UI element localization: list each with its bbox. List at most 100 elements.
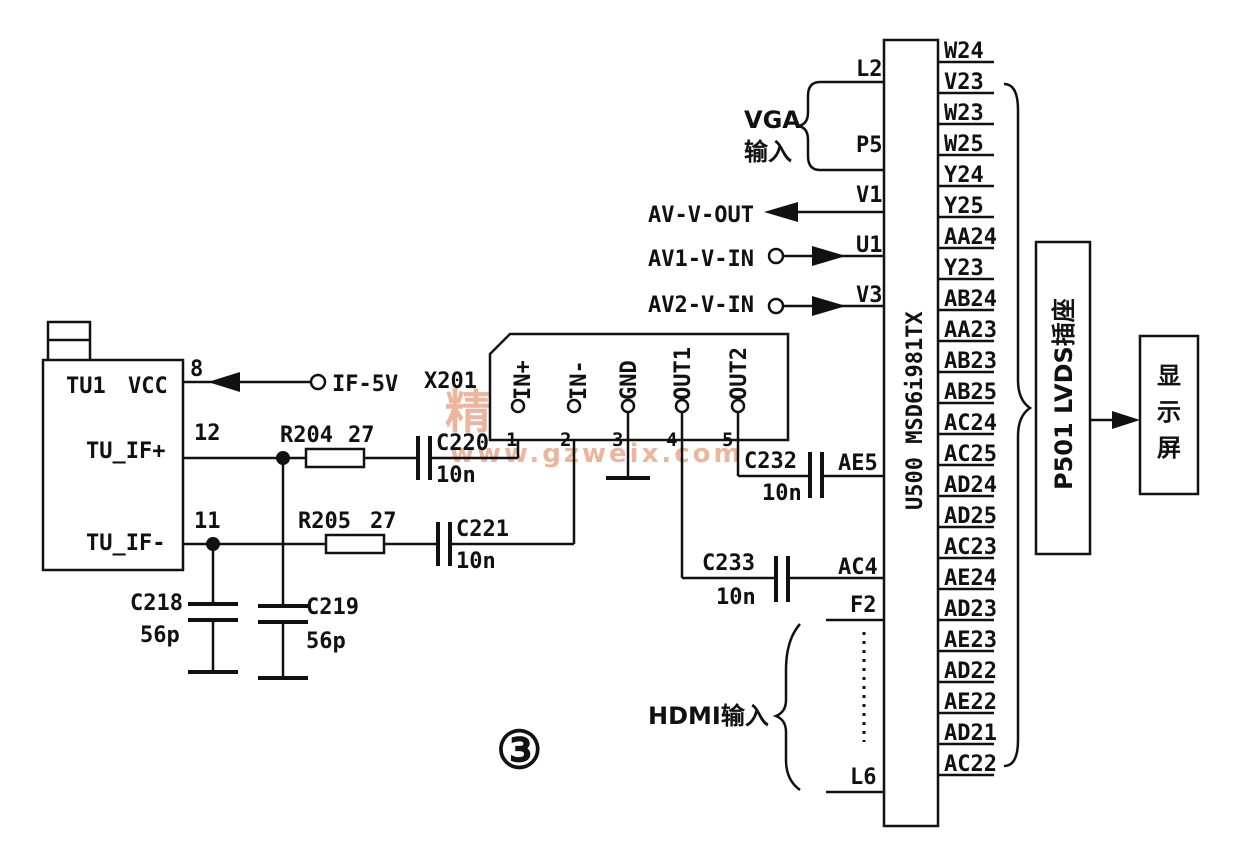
x201-pin-in-plus-name: IN+: [511, 360, 536, 400]
chip-pin-ad25: AD25: [944, 504, 997, 529]
c218-value: 56p: [140, 623, 180, 648]
c219-value: 56p: [306, 629, 346, 654]
figure-number: ③: [496, 721, 543, 781]
chip-pin-ae5: AE5: [838, 451, 878, 476]
display-char-3: 屏: [1157, 434, 1181, 462]
av1-terminal: [767, 247, 785, 265]
tuner-if-minus-label: TU_IF-: [86, 531, 165, 556]
tuner-ref: TU1: [66, 374, 106, 399]
chip-pin-ae24: AE24: [944, 566, 997, 591]
av1-v-in-arrow: [812, 246, 846, 266]
chip-pin-ad24: AD24: [944, 473, 997, 498]
tuner-vcc-label: VCC: [128, 374, 168, 399]
chip-pin-v1: V1: [856, 183, 883, 208]
chip-pin-w23: W23: [944, 101, 984, 126]
x201-pin-3-num: 3: [612, 429, 623, 451]
chip-pin-l6: L6: [850, 765, 877, 790]
chip-pin-v23: V23: [944, 70, 984, 95]
chip-pin-p5: P5: [856, 133, 883, 158]
resistor-r205: [324, 533, 386, 555]
c233-ref: C233: [702, 551, 755, 576]
x201-pin-gnd-name: GND: [617, 360, 642, 400]
chip-name: U500 MSD6i981TX: [903, 311, 928, 510]
x201-pin-5-num: 5: [722, 429, 733, 451]
resistor-r204: [304, 447, 366, 469]
c220-value: 10n: [436, 463, 476, 488]
chip-pin-ad22: AD22: [944, 659, 997, 684]
chip-pin-aa24: AA24: [944, 225, 997, 250]
chip-pin-f2: F2: [850, 593, 877, 618]
display-char-1: 显: [1157, 362, 1181, 390]
c221-ref: C221: [456, 517, 509, 542]
chip-pin-ab23: AB23: [944, 349, 997, 374]
pin-8-label: 8: [190, 357, 203, 382]
chip-pin-ac22: AC22: [944, 752, 997, 777]
chip-pin-aa23: AA23: [944, 318, 997, 343]
chip-pin-ae22: AE22: [944, 690, 997, 715]
av-v-out-arrow: [764, 202, 798, 222]
x201-pin-2-num: 2: [560, 429, 571, 451]
chip-pin-y24: Y24: [944, 163, 984, 188]
chip-pin-w24: W24: [944, 39, 984, 64]
c232-ref: C232: [744, 449, 797, 474]
c219-ref: C219: [306, 595, 359, 620]
chip-pin-ad23: AD23: [944, 597, 997, 622]
lvds-connector-p501: P501 LVDS插座: [1034, 240, 1092, 556]
hdmi-input-label: HDMI输入: [648, 702, 769, 730]
vga-label-line2: 输入: [744, 138, 792, 166]
lvds-to-display-arrow: [1112, 411, 1140, 429]
r204-ref: R204: [280, 423, 333, 448]
vga-brace: [795, 80, 821, 172]
chip-pin-ab25: AB25: [944, 380, 997, 405]
chip-u500: U500 MSD6i981TX: [882, 38, 940, 828]
c221-value: 10n: [456, 549, 496, 574]
tuner-if-plus-label: TU_IF+: [86, 439, 165, 464]
av2-v-in-arrow: [812, 296, 846, 316]
chip-pin-ac25: AC25: [944, 442, 997, 467]
x201-pin-out1-name: OUT1: [671, 347, 696, 400]
if5v-terminal: [309, 373, 327, 391]
chip-pin-v3: V3: [856, 283, 883, 308]
lvds-connector-label: P501 LVDS插座: [1050, 298, 1078, 490]
r205-value: 27: [370, 509, 397, 534]
chip-pin-l2: L2: [856, 57, 883, 82]
pin-12-label: 12: [194, 421, 221, 446]
x201-pin-4-num: 4: [666, 429, 677, 451]
tuner-tu1: TU1 VCC TU_IF+ TU_IF-: [41, 320, 185, 572]
pin-11-label: 11: [194, 509, 221, 534]
hdmi-brace: [772, 623, 801, 792]
vga-label-line1: VGA: [744, 106, 801, 134]
c218-ref: C218: [130, 591, 183, 616]
x201-pin-1-num: 1: [506, 429, 517, 451]
av1-v-in-label: AV1-V-IN: [648, 247, 754, 272]
av-v-out-label: AV-V-OUT: [648, 203, 754, 228]
chip-pin-ab24: AB24: [944, 287, 997, 312]
display-char-2: 示: [1157, 398, 1181, 426]
c220-ref: C220: [436, 431, 489, 456]
av2-terminal: [767, 297, 785, 315]
x201-pin-in-minus-name: IN-: [567, 360, 592, 400]
chip-pin-y25: Y25: [944, 194, 984, 219]
x201-ref: X201: [424, 369, 477, 394]
chip-pin-ad21: AD21: [944, 721, 997, 746]
if5v-label: IF-5V: [332, 372, 398, 397]
chip-pin-w25: W25: [944, 132, 984, 157]
chip-pin-ac4: AC4: [838, 555, 878, 580]
c232-value: 10n: [762, 481, 802, 506]
x201-pin-out2-name: OUT2: [727, 347, 752, 400]
watermark-url: www.gzweix.com: [450, 439, 744, 469]
chip-pin-ae23: AE23: [944, 628, 997, 653]
saw-filter-x201: X201 IN+ IN- GND OUT1 OUT2 1 2 3 4 5: [424, 332, 790, 451]
r205-ref: R205: [298, 509, 351, 534]
av2-v-in-label: AV2-V-IN: [648, 293, 754, 318]
chip-pin-u1: U1: [856, 233, 883, 258]
chip-pin-y23: Y23: [944, 256, 984, 281]
r204-value: 27: [348, 423, 375, 448]
lvds-brace: [1003, 82, 1033, 768]
c233-value: 10n: [716, 585, 756, 610]
chip-pin-ac23: AC23: [944, 535, 997, 560]
display-panel: 显 示 屏: [1138, 334, 1200, 496]
chip-pin-ac24: AC24: [944, 411, 997, 436]
vcc-arrow: [208, 372, 240, 392]
